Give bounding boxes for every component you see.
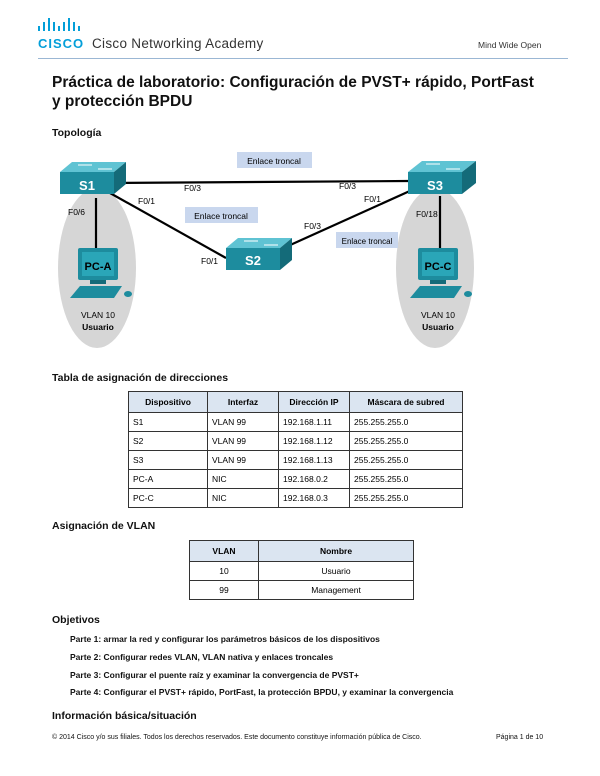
table-cell: 255.255.255.0 (349, 469, 463, 489)
table-row: S2 VLAN 99 192.168.1.12 255.255.255.0 (128, 431, 463, 451)
pc-a-icon (70, 248, 132, 298)
pc-a-label: PC-A (85, 261, 112, 273)
table-cell: VLAN 99 (207, 431, 279, 451)
table-cell: Management (258, 580, 414, 600)
objectives-heading: Objetivos (52, 614, 100, 626)
link-s2-s3 (287, 188, 413, 248)
column-header-ip: Dirección IP (278, 391, 350, 413)
switch-s2-icon (226, 238, 292, 270)
table-cell: 192.168.1.13 (278, 450, 350, 470)
table-cell: 192.168.0.3 (278, 488, 350, 508)
table-cell: S2 (128, 431, 208, 451)
cisco-logo-text: CISCO (38, 36, 85, 51)
pc-c-user-label: Usuario (422, 322, 454, 332)
table-cell: S1 (128, 412, 208, 432)
switch-s2-label: S2 (245, 253, 261, 268)
pc-c-icon (410, 248, 472, 298)
pc-a-vlan-label: VLAN 10 (81, 310, 115, 320)
trunk-label-box-left (185, 207, 258, 223)
header-divider (38, 58, 568, 59)
table-row: PC-A NIC 192.168.0.2 255.255.255.0 (128, 469, 463, 489)
pc-c-label: PC-C (425, 261, 452, 273)
pc-a-user-label: Usuario (82, 322, 114, 332)
column-header-mask: Máscara de subred (349, 391, 463, 413)
table-cell: NIC (207, 488, 279, 508)
column-header-interface: Interfaz (207, 391, 279, 413)
address-table-header-row: Dispositivo Interfaz Dirección IP Máscar… (128, 391, 463, 413)
table-cell: 10 (189, 561, 259, 581)
port-s1-f06: F0/6 (68, 207, 85, 217)
trunk-label-box-right (336, 232, 398, 248)
port-s2-f01: F0/1 (201, 256, 218, 266)
header-title: Cisco Networking Academy (92, 36, 264, 51)
table-row: 10 Usuario (189, 561, 414, 581)
table-cell: 255.255.255.0 (349, 450, 463, 470)
table-cell: VLAN 99 (207, 412, 279, 432)
table-cell: VLAN 99 (207, 450, 279, 470)
table-row: 99 Management (189, 580, 414, 600)
link-s1-s3 (109, 179, 409, 185)
table-row: PC-C NIC 192.168.0.3 255.255.255.0 (128, 488, 463, 508)
address-table-heading: Tabla de asignación de direcciones (52, 372, 229, 384)
vlan-table-header-row: VLAN Nombre (189, 540, 414, 562)
switch-s1-label: S1 (79, 178, 95, 193)
topology-diagram: S1 S3 S2 PC-A PC-C Enlace troncal Enlace… (58, 152, 476, 348)
document-title-line2: y protección BPDU (52, 93, 193, 110)
switch-s1-icon (60, 162, 126, 194)
cisco-logo-icon (38, 18, 80, 31)
trunk-label-top: Enlace troncal (247, 156, 301, 166)
background-heading: Información básica/situación (52, 710, 197, 722)
trunk-label-box-top (237, 152, 312, 168)
pc-c-vlan-label: VLAN 10 (421, 310, 455, 320)
vlan-table: VLAN Nombre 10 Usuario 99 Management (189, 540, 414, 600)
port-s1-f03: F0/3 (184, 183, 201, 193)
column-header-name: Nombre (258, 540, 414, 562)
port-s2-f03: F0/3 (304, 221, 321, 231)
footer-page-number: Página 1 de 10 (496, 734, 544, 741)
column-header-device: Dispositivo (128, 391, 208, 413)
port-s1-f01: F0/1 (138, 196, 155, 206)
table-cell: 255.255.255.0 (349, 488, 463, 508)
table-cell: 99 (189, 580, 259, 600)
port-s3-f018: F0/18 (416, 209, 438, 219)
document-title: Práctica de laboratorio: Configuración d… (52, 73, 562, 111)
objective-item: Parte 3: Configurar el puente raíz y exa… (70, 670, 359, 680)
address-table: Dispositivo Interfaz Dirección IP Máscar… (128, 391, 463, 508)
table-row: S1 VLAN 99 192.168.1.11 255.255.255.0 (128, 412, 463, 432)
table-cell: NIC (207, 469, 279, 489)
topology-heading: Topología (52, 127, 102, 139)
table-cell: Usuario (258, 561, 414, 581)
trunk-label-left: Enlace troncal (194, 211, 248, 221)
column-header-vlan: VLAN (189, 540, 259, 562)
port-s3-f01: F0/1 (364, 194, 381, 204)
header-tagline: Mind Wide Open (478, 40, 542, 50)
objective-item: Parte 2: Configurar redes VLAN, VLAN nat… (70, 652, 334, 662)
document-title-line1: Práctica de laboratorio: Configuración d… (52, 74, 534, 91)
table-cell: 192.168.0.2 (278, 469, 350, 489)
objective-item: Parte 1: armar la red y configurar los p… (70, 634, 380, 644)
link-s1-s2 (109, 192, 227, 259)
table-cell: PC-A (128, 469, 208, 489)
table-cell: S3 (128, 450, 208, 470)
table-cell: 255.255.255.0 (349, 412, 463, 432)
vlan-table-heading: Asignación de VLAN (52, 520, 156, 532)
table-row: S3 VLAN 99 192.168.1.13 255.255.255.0 (128, 450, 463, 470)
trunk-label-right: Enlace troncal (342, 237, 393, 246)
port-s3-f03: F0/3 (339, 181, 356, 191)
switch-s3-icon (408, 161, 476, 194)
table-cell: 192.168.1.11 (278, 412, 350, 432)
table-cell: 255.255.255.0 (349, 431, 463, 451)
switch-s3-label: S3 (427, 178, 443, 193)
footer-copyright: © 2014 Cisco y/o sus filiales. Todos los… (52, 734, 422, 741)
objective-item: Parte 4: Configurar el PVST+ rápido, Por… (70, 687, 454, 697)
table-cell: PC-C (128, 488, 208, 508)
table-cell: 192.168.1.12 (278, 431, 350, 451)
